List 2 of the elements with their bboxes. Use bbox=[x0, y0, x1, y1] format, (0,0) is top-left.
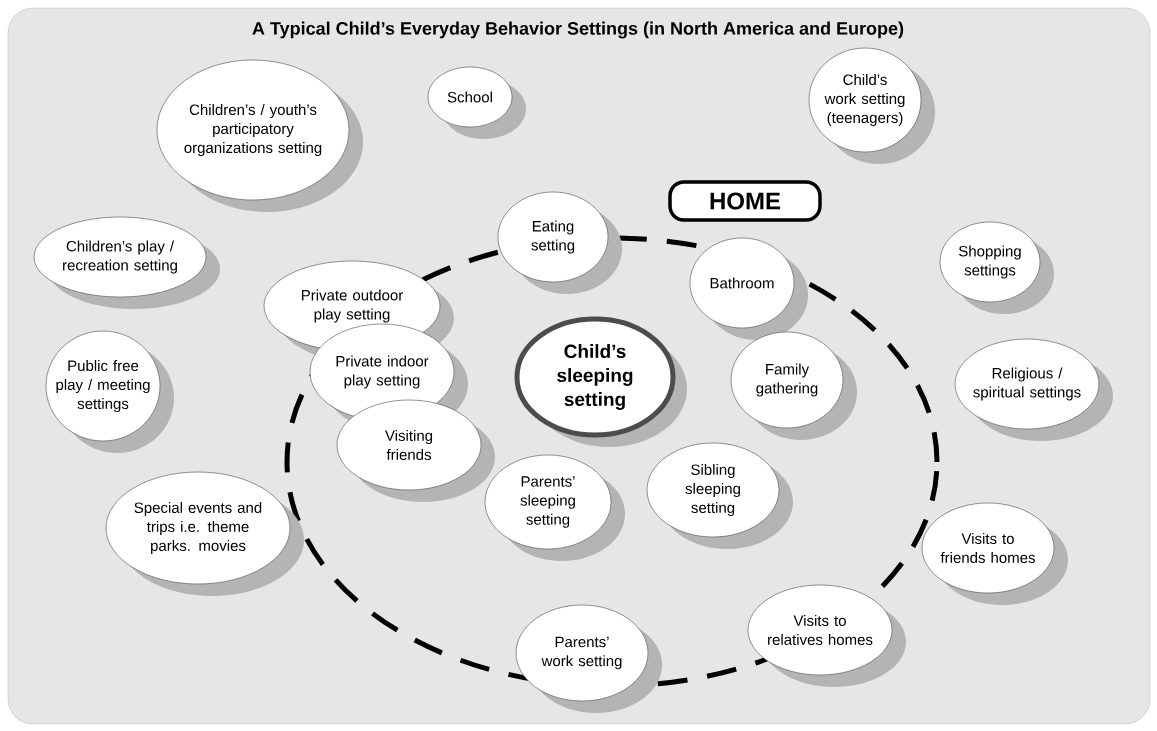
home-label: HOME bbox=[668, 180, 822, 222]
title: A Typical Child’s Everyday Behavior Settings (in North America and Europe) bbox=[252, 21, 904, 39]
